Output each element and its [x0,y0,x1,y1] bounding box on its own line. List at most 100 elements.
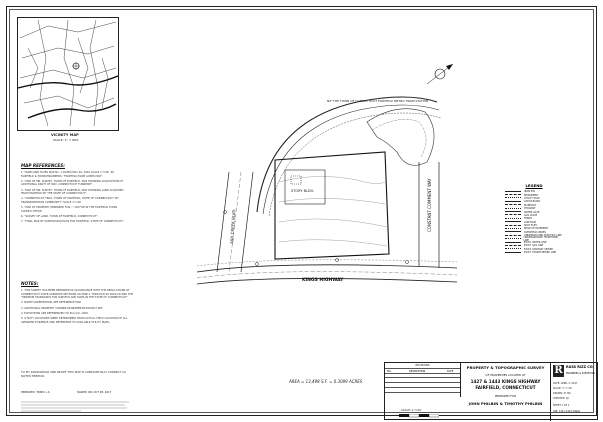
legend-symbol-icon [505,197,521,199]
map-reference-item: 1. TOWN AND TAXES MAP No. 1 DATED MAY 26… [21,171,115,178]
stamp-line-2: SIGNED ON: OCT 08, 2017 [77,391,112,394]
legend-row: GAS VALVE [505,214,563,217]
parcel-contours [278,176,388,247]
revisions-table: REVISIONS NO. DESCRIPTION DATE [385,363,461,397]
legend-symbol-icon [505,221,521,223]
contour-line [371,119,427,158]
legend-symbol-icon [505,231,521,233]
legend-row: CONTOUR [505,221,563,224]
legend-row: EXIST. WATER LINE [505,241,563,244]
legend-label: EXIST. GAS LINE [524,244,544,248]
south-street [196,264,457,285]
rev-row-line [385,382,460,383]
legend-label: MANHOLE [524,203,537,207]
legend-label: WATER GATE [524,210,540,214]
area-label: AREA = 13,498 S.F. = 0.3099 ACRES [289,379,363,384]
title-line-6: JOHN PHILBIN & TIMOTHY PHILBIN [468,401,543,406]
firm-block: R RUSS RIZZ CO. ENGINEERS & SURVEYORS DA… [551,363,597,421]
firm-scale: SCALE: 1" = 20' [553,387,573,390]
legend-label: UTILITY POLE [524,196,540,200]
legend-symbol-icon [505,190,521,193]
scale-bar-label: SCALE: 1"=20' [401,408,422,412]
firm-name: RUSS RIZZ CO. [566,365,594,369]
legend-row: EDGE OF PAVEMENT [505,227,563,230]
legend-row: UNDERGROUND ELECTRIC LINE [505,234,563,237]
legend-label: EDGE OF PAVEMENT [524,227,549,231]
legend-symbol-icon [505,217,521,220]
legend-title: LEGEND [525,183,543,188]
legend-row: IRON PIN [505,190,563,193]
legend-label: OVERHEAD WIRES [524,230,546,234]
building-label: STORY BLDG. [291,189,314,193]
legend-label: EXIST. SANITARY SEWER [524,247,553,251]
map-references-title: MAP REFERENCES: [21,163,65,168]
legend-row: MONUMENT [505,193,563,197]
title-line-2: OF PROPERTIES LOCATED AT [485,373,526,377]
note-item: 4. ELEVATIONS ARE REFERENCED TO N.G.V.D.… [21,311,89,315]
legend-symbol-icon [505,207,521,210]
legend-symbol-icon [505,248,521,250]
title-line-4: FAIRFIELD, CONNECTICUT [475,385,536,390]
legend-symbol-icon [505,200,521,203]
revisions-header: NO. DESCRIPTION DATE [385,368,460,374]
legend-symbol-icon [505,211,521,213]
map-reference-item: 2. "MAP OF MR. SURVEY, TOWN OF FAIRFIELD… [21,179,124,187]
note-item: 3. ADDITIONAL PROPERTY CORNER MONUMENTAT… [21,306,104,310]
legend-row: EXIST. SANITARY SEWER [505,248,563,251]
west-street [216,171,254,273]
note-item: 1. THIS SURVEY HAS BEEN PREPARED IN ACCO… [21,289,134,300]
east-street [418,162,440,268]
legend-symbol-icon [505,214,521,216]
sheet-border [9,9,594,413]
legend-row: FENCE [505,217,563,220]
rev-col-desc: DESCRIPTION [409,369,426,373]
firm-checked: CHECKED: RJ [553,397,569,400]
rev-row-line [385,377,460,378]
legend-label: MONUMENT [524,193,539,197]
vicinity-map-title: VICINITY MAP [51,133,79,137]
legend-row: UTILITY POLE [505,197,563,200]
overhead-wire-lines [196,259,457,267]
legend-label: GAS VALVE [524,213,538,217]
easement-label: N/F THE TOWN OF CONNECTICUT FAIRFIELD ME… [327,99,428,103]
firm-date: DATE: APRIL 3, 2017 [553,382,578,385]
rev-row-line [385,392,460,393]
firm-sheet: SHEET 1 OF 1 [553,404,570,407]
title-block: REVISIONS NO. DESCRIPTION DATE PROPERTY … [384,362,598,421]
legend-row: SPOT ELEV. [505,224,563,227]
map-reference-item: 6. "SURVEY OF LAND, TOWN OF FAIRFIELD, C… [21,214,99,218]
legend-row: MANHOLE [505,204,563,207]
notes-list: 1. THIS SURVEY HAS BEEN PREPARED IN ACCO… [21,289,139,326]
firm-logo: R [553,365,564,377]
legend-label: CATCH BASIN [524,200,540,204]
legend-row: UNDERGROUND TELEPHONE LINE [505,236,563,243]
rev-col-date: DATE [447,369,454,373]
wetland-boundary [366,108,435,166]
legend-row: OVERHEAD WIRES [505,231,563,234]
legend-label: SPOT ELEV. [524,224,538,228]
map-reference-item: 3. "MAP OF MR. SURVEY, TOWN OF FAIRFIELD… [21,188,124,196]
stamp-line-1: PREPARED: TRSEC L.S. [21,391,51,394]
east-street-label: CONSTANT COMMENT WAY [427,178,432,232]
survey-sheet: VICINITY MAP SCALE: 1" = 800' MAP REFERE… [6,6,598,421]
fine-print [21,397,131,412]
legend-symbol-icon [505,227,521,230]
legend-symbol-icon [505,244,521,247]
property-boundary [274,151,390,260]
title-line-3: 1427 & 1443 KINGS HIGHWAY [470,379,541,384]
title-main: PROPERTY & TOPOGRAPHIC SURVEY OF PROPERT… [461,363,551,421]
rev-row-line [385,387,460,388]
legend-label: FENCE [524,217,532,221]
notes-title: NOTES: [21,281,39,286]
legend-label: IRON PIN [524,190,535,194]
legend-label: EXIST. STORM SEWER LINE [524,251,557,255]
legend-label: EXIST. WATER LINE [524,241,547,245]
legend-row: EXIST. GAS LINE [505,244,563,247]
map-references-list: 1. TOWN AND TAXES MAP No. 1 DATED MAY 26… [21,171,125,225]
legend-symbol-icon [505,204,521,206]
vicinity-map-scale: SCALE: 1" = 800' [53,138,79,142]
legend-row: WATER GATE [505,210,563,214]
legend-label: UNDERGROUND TELEPHONE LINE [523,236,558,243]
